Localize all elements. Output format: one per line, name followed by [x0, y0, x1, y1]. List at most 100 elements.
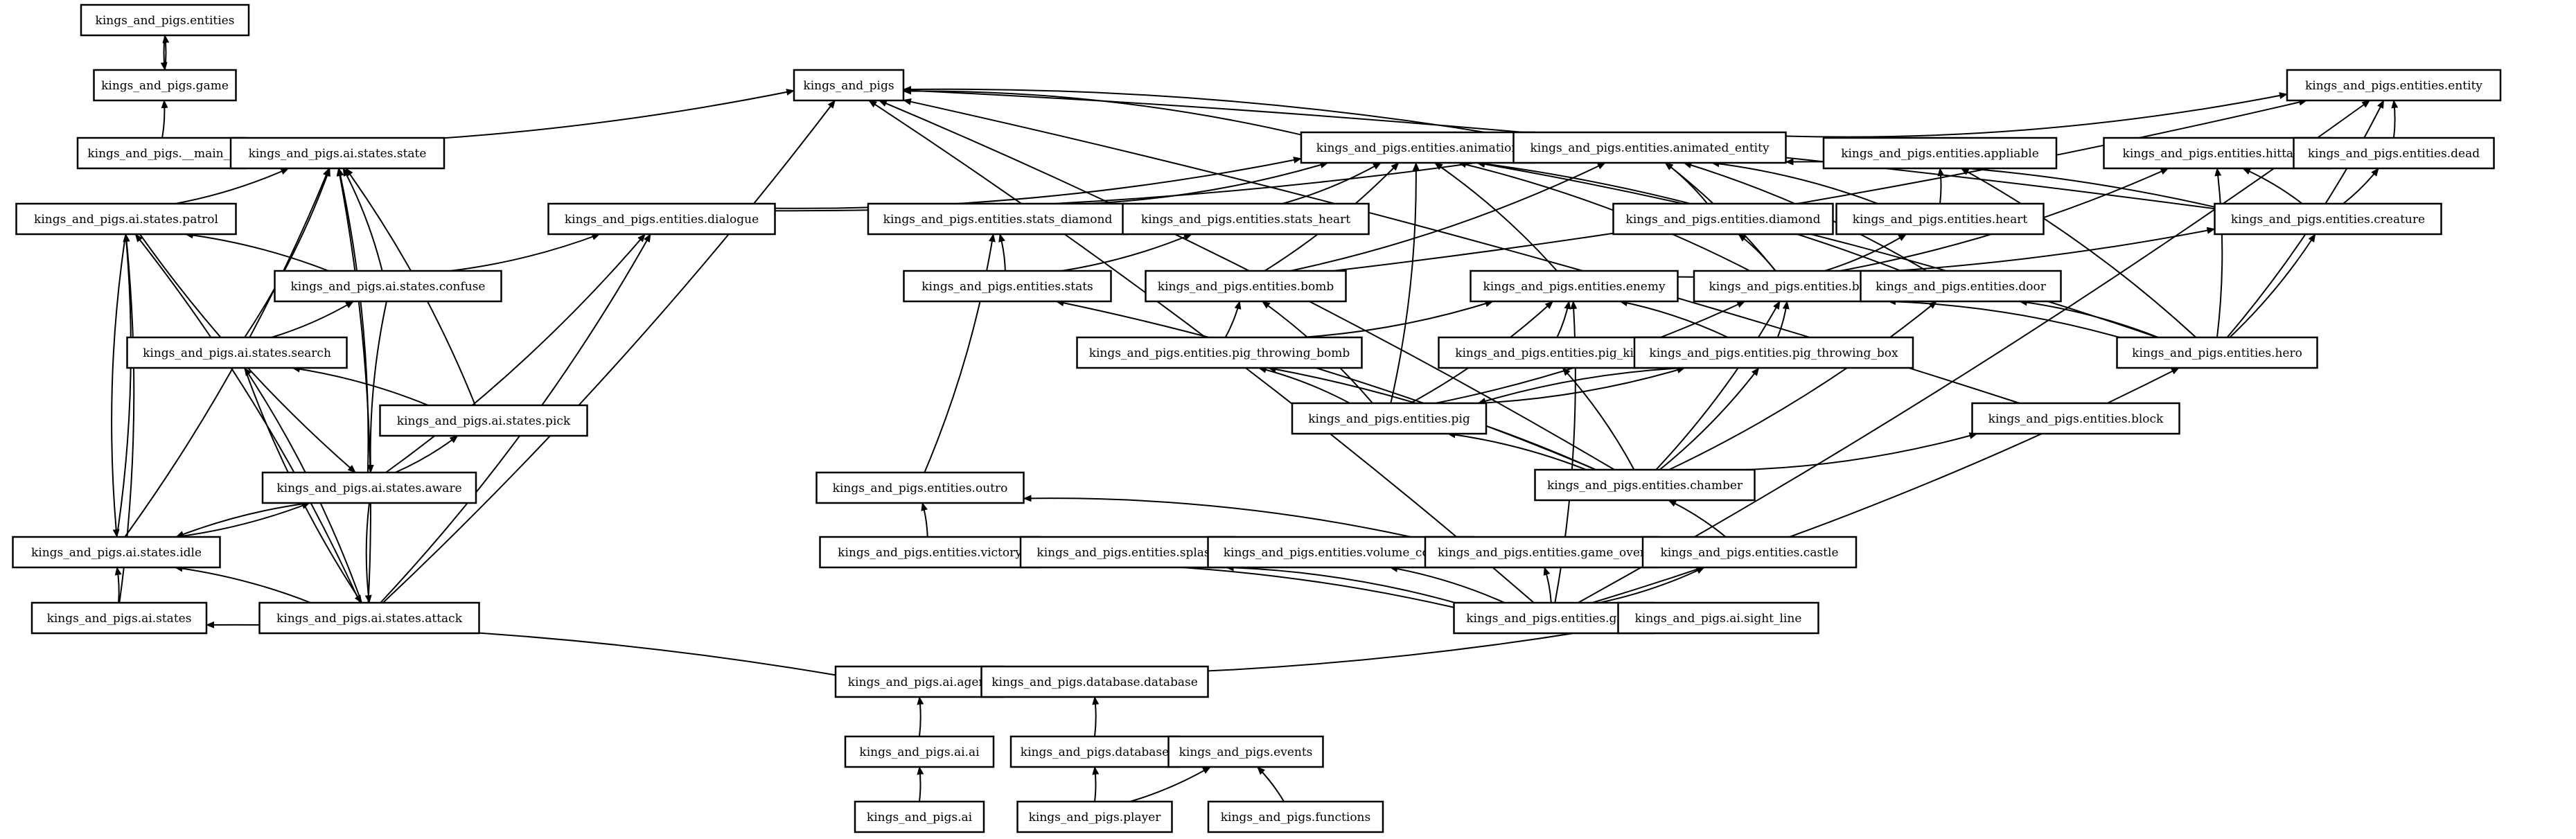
edge-attack-to-idle	[174, 565, 311, 603]
node-box	[844, 735, 995, 768]
edge-chamber-to-stats	[1055, 299, 1596, 470]
edge-chamber-to-pigking	[1562, 367, 1635, 470]
node-pick: kings_and_pigs.ai.states.pick	[379, 404, 588, 437]
node-label: kings_and_pigs.entities.pig	[1308, 412, 1470, 426]
node-box	[1300, 131, 1535, 164]
node-box	[2116, 336, 2318, 369]
edge-attack-to-kp	[382, 100, 836, 603]
node-box	[2293, 136, 2495, 170]
node-dbdb: kings_and_pigs.database.database	[980, 665, 1209, 698]
node-box	[1633, 336, 1914, 369]
edge-functions-to-events	[1257, 766, 1285, 802]
node-box	[1470, 270, 1679, 303]
node-creature: kings_and_pigs.entities.creature	[2214, 202, 2442, 236]
node-confuse: kings_and_pigs.ai.states.confuse	[274, 270, 502, 303]
node-label: kings_and_pigs	[803, 79, 894, 93]
node-hittable: kings_and_pigs.entities.hittable	[2103, 136, 2331, 170]
node-chamber: kings_and_pigs.entities.chamber	[1534, 468, 1756, 502]
node-enemy: kings_and_pigs.entities.enemy	[1470, 270, 1679, 303]
node-label: kings_and_pigs.ai.states.pick	[397, 414, 571, 428]
node-label: kings_and_pigs.ai.states.aware	[276, 482, 461, 495]
edge-player-to-db	[1092, 766, 1100, 802]
edge-enemy-to-animation	[1434, 162, 1558, 272]
node-pig: kings_and_pigs.entities.pig	[1291, 402, 1488, 435]
edge-pig-to-animation	[1390, 162, 1420, 404]
node-box	[819, 536, 1041, 569]
node-label: kings_and_pigs.__main__	[87, 147, 236, 161]
edge-heart-to-appliable	[1937, 168, 1945, 204]
node-label: kings_and_pigs.ai.states	[47, 612, 192, 626]
node-box	[1009, 735, 1180, 768]
node-appliable: kings_and_pigs.entities.appliable	[1822, 136, 2058, 170]
node-agent: kings_and_pigs.ai.agent	[834, 665, 1005, 698]
node-box: kings_and_pigs.entities.box	[1693, 270, 1889, 303]
node-stats: kings_and_pigs.entities.stats	[903, 270, 1112, 303]
node-label: kings_and_pigs.entities.hero	[2132, 346, 2302, 360]
node-label: kings_and_pigs.entities.volume_control	[1224, 546, 1458, 560]
node-box	[547, 202, 776, 236]
edge-attack-to-patrol	[134, 233, 361, 603]
node-box	[1019, 536, 1235, 569]
node-label: kings_and_pigs.entities.door	[1876, 280, 2047, 294]
edge-chamber-to-pigbox	[1659, 367, 1760, 470]
node-outro: kings_and_pigs.entities.outro	[815, 471, 1025, 504]
edge-aware-to-dialogue	[385, 233, 646, 473]
edge-ai-to-agent	[917, 696, 924, 737]
node-label: kings_and_pigs.ai.agent	[848, 675, 991, 689]
node-label: kings_and_pigs.game	[101, 79, 229, 93]
edge-pigbomb-to-enemy	[1300, 300, 1494, 338]
node-victory: kings_and_pigs.entities.victory	[819, 536, 1041, 569]
node-box	[261, 471, 477, 504]
node-box	[274, 270, 502, 303]
node-box	[815, 471, 1025, 504]
edge-bomb-to-animated	[1289, 162, 1606, 272]
node-label: kings_and_pigs.ai.states.attack	[276, 612, 463, 626]
node-heart: kings_and_pigs.entities.heart	[1835, 202, 2045, 236]
node-box	[1617, 601, 1819, 635]
node-diamond: kings_and_pigs.entities.diamond	[1612, 202, 1834, 236]
edge-egame-to-splash	[1225, 564, 1456, 603]
node-box	[258, 601, 480, 635]
node-box	[903, 270, 1112, 303]
node-label: kings_and_pigs.entities.game_over	[1438, 546, 1646, 560]
edge-dialogue-to-animation	[775, 157, 1302, 209]
edge-hero-to-creature	[2229, 233, 2316, 338]
edge-statsdiamond-to-animation	[1087, 161, 1329, 204]
edge-stats-to-statsheart	[1061, 233, 1192, 272]
edge-egame-to-volume	[1389, 565, 1506, 603]
edge-patrol-to-state	[175, 168, 290, 204]
edge-hero-to-door	[2018, 299, 2159, 338]
edge-castle-to-chamber	[1668, 500, 1727, 538]
node-block: kings_and_pigs.entities.block	[1971, 402, 2180, 435]
edge-db-to-dbdb	[1092, 696, 1100, 737]
edge-bomb-to-entity	[1332, 98, 2308, 272]
edge-egame-to-entity	[1578, 100, 2371, 603]
edge-animated-to-kp	[903, 86, 1514, 138]
node-box	[867, 202, 1129, 236]
node-label: kings_and_pigs.ai.sight_line	[1635, 612, 1802, 626]
edge-pigking-to-enemy	[1556, 301, 1571, 338]
node-box	[1291, 402, 1488, 435]
node-label: kings_and_pigs.functions	[1221, 811, 1370, 824]
node-label: kings_and_pigs.ai.states.state	[249, 147, 427, 161]
node-aware: kings_and_pigs.ai.states.aware	[261, 471, 477, 504]
node-label: kings_and_pigs.entities.stats_diamond	[883, 213, 1113, 227]
edge-dialogue-to-animated	[775, 154, 1515, 212]
edge-chamber-to-box	[1655, 301, 1781, 470]
node-box	[980, 665, 1209, 698]
node-functions: kings_and_pigs.functions	[1207, 800, 1384, 833]
node-box	[1145, 270, 1347, 303]
node-box	[15, 202, 237, 236]
node-box	[12, 536, 221, 569]
node-kp: kings_and_pigs	[793, 69, 905, 102]
node-box	[76, 136, 247, 170]
node-label: kings_and_pigs.entities.game	[1466, 612, 1642, 626]
edge-aware-to-pick	[395, 435, 459, 473]
edge-confuse-to-patrol	[184, 231, 329, 272]
node-box	[1207, 800, 1384, 833]
node-sight: kings_and_pigs.ai.sight_line	[1617, 601, 1819, 635]
node-box	[834, 665, 1005, 698]
node-label: kings_and_pigs.entities.dead	[2308, 147, 2480, 161]
edge-main-to-kp	[245, 89, 795, 146]
